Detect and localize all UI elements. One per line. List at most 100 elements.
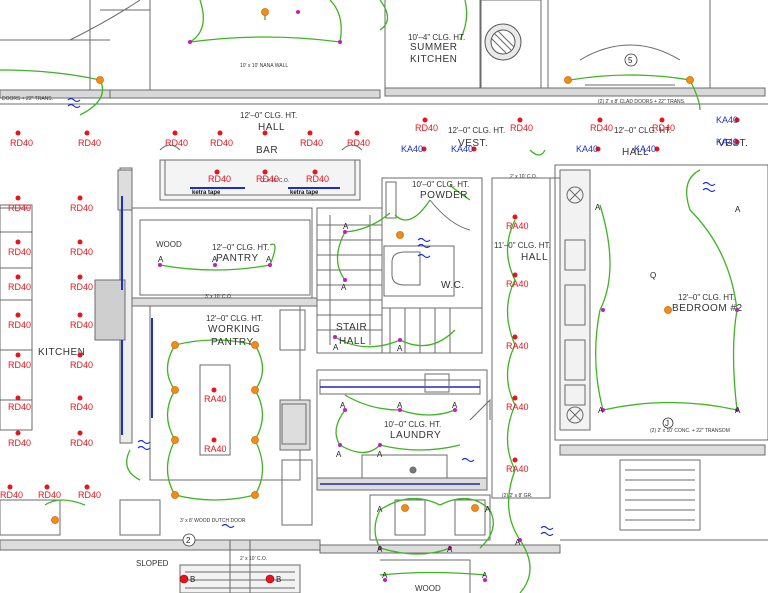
stair-label-1: STAIR	[336, 322, 367, 333]
wiring	[0, 0, 738, 593]
magenta-points	[158, 10, 739, 582]
working-pantry-label-1: WORKING	[208, 324, 260, 335]
svg-text:A: A	[447, 545, 453, 554]
svg-text:A: A	[598, 406, 604, 415]
svg-text:RD40: RD40	[8, 360, 31, 370]
svg-text:RD40: RD40	[208, 174, 231, 184]
wood-south-label: WOOD	[415, 584, 441, 593]
svg-text:RD40: RD40	[165, 138, 188, 148]
svg-text:RD40: RD40	[70, 247, 93, 257]
svg-text:RD40: RD40	[8, 282, 31, 292]
svg-text:RD40: RD40	[70, 282, 93, 292]
svg-text:RA40: RA40	[204, 394, 227, 404]
hall-mid-clg: 11'–0" CLG. HT.	[494, 241, 551, 250]
b-fixtures	[179, 574, 275, 584]
svg-text:KA40: KA40	[576, 144, 598, 154]
svg-text:RD40: RD40	[256, 174, 279, 184]
svg-text:RA40: RA40	[506, 402, 529, 412]
svg-text:RD40: RD40	[10, 138, 33, 148]
svg-text:RA40: RA40	[506, 279, 529, 289]
svg-text:RD40: RD40	[300, 138, 323, 148]
svg-text:RD40: RD40	[78, 490, 101, 500]
svg-text:RA40: RA40	[204, 444, 227, 454]
svg-text:A: A	[340, 401, 346, 410]
summer-kitchen-label-1: SUMMER	[410, 42, 457, 53]
hall-north-clg: 12'–0" CLG. HT.	[240, 111, 297, 120]
ref-marker-2: 2	[186, 536, 191, 545]
notes: 10' x 10' NANA WALL DOORS + 22" TRANS. (…	[2, 63, 730, 562]
svg-text:A: A	[595, 203, 601, 212]
ref-marker-5: 5	[628, 56, 633, 65]
svg-text:B: B	[276, 575, 281, 584]
room-labels: 10'–4" CLG. HT. SUMMER KITCHEN 12'–0" CL…	[38, 33, 748, 593]
bedroom-label: BEDROOM #2	[672, 303, 743, 314]
summer-kitchen-clg: 10'–4" CLG. HT.	[408, 33, 465, 42]
svg-text:RA40: RA40	[506, 221, 529, 231]
nana-wall-note: 10' x 10' NANA WALL	[240, 63, 288, 69]
svg-text:RD40: RD40	[8, 203, 31, 213]
svg-text:A: A	[515, 538, 521, 547]
svg-text:A: A	[341, 283, 347, 292]
svg-text:KA40: KA40	[716, 137, 738, 147]
svg-text:RD40: RD40	[590, 123, 613, 133]
dutch-door-note: 3' x 8' WOOD DUTCH DOOR	[180, 518, 246, 524]
working-pantry-label-2: PANTRY	[211, 337, 254, 348]
svg-text:RD40: RD40	[0, 490, 23, 500]
svg-text:RD40: RD40	[510, 123, 533, 133]
svg-text:RD40: RD40	[70, 438, 93, 448]
laundry-label: LAUNDRY	[390, 430, 441, 441]
svg-text:RD40: RD40	[70, 360, 93, 370]
co-bedroom-note: (2) 2' x 10' CONC. + 22" TRANSOM	[650, 428, 730, 434]
svg-text:A: A	[377, 450, 383, 459]
svg-text:A: A	[377, 545, 383, 554]
co-south-note: 2' x 10' C.O.	[240, 556, 267, 562]
svg-text:A: A	[485, 505, 491, 514]
svg-text:B: B	[190, 575, 195, 584]
sloped-label: SLOPED	[136, 559, 169, 568]
svg-text:A: A	[212, 255, 218, 264]
ref-markers	[182, 53, 674, 547]
working-pantry-clg: 12'–0" CLG. HT.	[206, 314, 263, 323]
svg-text:RD40: RD40	[347, 138, 370, 148]
svg-text:RD40: RD40	[70, 402, 93, 412]
svg-text:RD40: RD40	[38, 490, 61, 500]
svg-text:A: A	[452, 401, 458, 410]
svg-text:A: A	[397, 401, 403, 410]
svg-text:RD40: RD40	[8, 320, 31, 330]
wc-label: W.C.	[441, 280, 465, 291]
svg-text:A: A	[397, 344, 403, 353]
summer-kitchen-label-2: KITCHEN	[410, 54, 457, 65]
bedroom-clg: 12'–0" CLG. HT.	[678, 293, 735, 302]
rd40-fixtures: RD40 RD40 RD40 RD40 RD40 RD40 RD40 RD40 …	[0, 117, 675, 500]
stair-label-2: HALL	[339, 336, 366, 347]
svg-text:RD40: RD40	[70, 203, 93, 213]
svg-text:KA40: KA40	[634, 144, 656, 154]
svg-text:A: A	[343, 222, 349, 231]
svg-text:A: A	[266, 255, 272, 264]
powder-clg: 10'–0" CLG. HT.	[412, 180, 469, 189]
ketra-bar-right: ketra tape	[290, 190, 319, 196]
vest-center-label: VEST.	[458, 138, 488, 149]
svg-text:A: A	[735, 406, 741, 415]
svg-text:KA40: KA40	[716, 115, 738, 125]
co-powder-note: 2' x 10' C.O.	[510, 174, 537, 180]
svg-text:RD40: RD40	[78, 138, 101, 148]
svg-text:RD40: RD40	[8, 402, 31, 412]
hall-east-clg: 12'–0" CLG. HT.	[614, 126, 671, 135]
co-bar-note: 2' x 10' C.O.	[262, 178, 289, 184]
switch-symbols	[67, 97, 716, 537]
ketra-tape-lines	[121, 187, 340, 435]
fixture-tags: A A A A A A A A A A A A A A A A A A A A …	[158, 203, 741, 584]
svg-text:RD40: RD40	[210, 138, 233, 148]
svg-text:RD40: RD40	[8, 247, 31, 257]
vest-center-clg: 12'–0" CLG. HT.	[448, 126, 505, 135]
svg-text:A: A	[377, 505, 383, 514]
svg-text:A: A	[735, 205, 741, 214]
svg-text:RA40: RA40	[506, 341, 529, 351]
pantry-clg: 12'–0" CLG. HT.	[212, 243, 269, 252]
ketra-labels: ketra tape ketra tape	[192, 190, 319, 196]
wood-label: WOOD	[156, 240, 182, 249]
orange-fixtures	[51, 8, 694, 524]
grid-note: (2) 2' x 8' GR.	[502, 493, 533, 499]
kitchen-label: KITCHEN	[38, 347, 85, 358]
